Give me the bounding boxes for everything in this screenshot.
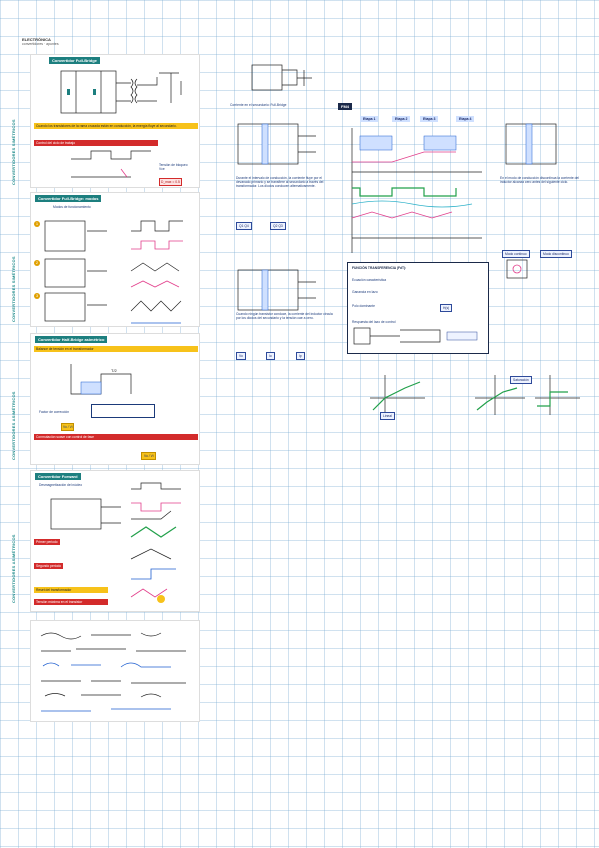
- section-modes: Convertidor Full-Bridge: modos Modos de …: [30, 192, 200, 327]
- svg-text:T/2: T/2: [111, 368, 118, 373]
- stage-tag-3: Etapa 3: [420, 116, 439, 122]
- header-title: ELECTRÓNICA: [22, 37, 51, 42]
- characteristic-graphs: [370, 375, 580, 415]
- sidebar-label-2: CONVERTIDORES SIMÉTRICOS: [11, 256, 16, 322]
- tf-box: H(s): [440, 304, 453, 312]
- mode-number-2: 2: [34, 260, 40, 266]
- stage-circuit-3: [505, 123, 557, 165]
- top-transformer-diagram: [251, 64, 312, 91]
- dmax-box: D_max = 0.5: [159, 178, 182, 186]
- asym-formula-box: [91, 404, 155, 418]
- graph-tag-linear: Lineal: [380, 412, 395, 420]
- asym-yellow-box: Vo / Vi: [61, 423, 75, 431]
- asym-waveform: T/2: [70, 364, 132, 395]
- tf-title: FUNCIÓN TRANSFERENCIA (FdT):: [352, 266, 407, 270]
- para-3: En el modo de conducción discontinua la …: [500, 176, 579, 185]
- sidebar-label-3: CONVERTIDORES ASIMÉTRICOS: [11, 391, 16, 460]
- section-title: Convertidor Full-Bridge: [49, 57, 100, 64]
- stage-circuit-1: [237, 123, 316, 165]
- forward-red-2: Segundo periodo: [34, 563, 64, 570]
- graph-tag-saturation: Saturación: [510, 376, 532, 384]
- mode-number-1: 1: [34, 221, 40, 227]
- tf-row-2: Ganancia en lazo: [352, 290, 378, 294]
- forward-yellow: Reset del transformador: [34, 587, 108, 594]
- box-vo: Vo: [236, 352, 246, 360]
- modes-subtitle: Modos de funcionamiento: [53, 205, 91, 209]
- forward-circuit: [50, 482, 181, 603]
- stage-tag-1: Etapa 1: [360, 116, 379, 122]
- handwritten-equations: [40, 632, 186, 712]
- note-red: Control del ciclo de trabajo: [34, 140, 158, 147]
- asym-formula: Factor de corrección: [39, 410, 70, 414]
- tf-row-3: Polo dominante: [352, 304, 375, 308]
- forward-sub: Desmagnetización del núcleo: [39, 483, 83, 487]
- blocking-voltage-note: Tensión de bloqueo Vce: [159, 163, 188, 172]
- section-title: Convertidor Forward: [35, 473, 81, 480]
- section-equations: [30, 620, 200, 722]
- mode-tag-continuous: Modo continuo: [502, 250, 530, 258]
- fm4-label: FM4: [338, 103, 352, 110]
- para-1: Durante el intervalo de conducción, la c…: [236, 176, 324, 189]
- forward-red-1: Primer periodo: [34, 539, 60, 546]
- sidebar-label-4: CONVERTIDORES ASIMÉTRICOS: [11, 534, 16, 603]
- box-io: Io: [266, 352, 275, 360]
- top-caption: Corriente en el secundario: Full-Bridge: [230, 103, 287, 107]
- para-2: Cuando ningún transistor conduce, la cor…: [236, 312, 333, 321]
- transfer-function-box: [347, 262, 489, 354]
- main-waveforms: [351, 128, 482, 253]
- tf-circuit: [353, 327, 478, 345]
- section-fullbridge: Convertidor Full-Bridge Cuando los trans…: [30, 54, 200, 188]
- box-ip: Ip: [296, 352, 305, 360]
- mode-number-3: 3: [34, 293, 40, 299]
- mode-circuits: [44, 220, 183, 324]
- asym-note: Balance de tensión en el transformador: [34, 346, 198, 353]
- mode-tag-discontinuous: Modo discontinuo: [540, 250, 572, 258]
- sidebar-label-1: CONVERTIDORES SIMÉTRICOS: [11, 119, 16, 185]
- section-title: Convertidor Half-Bridge asimétrico: [35, 336, 108, 343]
- stage-circuit-2: [237, 269, 316, 311]
- note-yellow: Cuando los transistores de la rama cruza…: [34, 123, 198, 130]
- forward-red-3: Tensión máxima en el transistor: [34, 599, 108, 606]
- stage-tag-4: Etapa 4: [456, 116, 475, 122]
- small-circuit: [506, 259, 528, 279]
- tf-note: Respuesta del lazo de control: [352, 320, 396, 324]
- section-asymmetric: Convertidor Half-Bridge asimétrico Balan…: [30, 333, 200, 465]
- page-header: ELECTRÓNICA convertidores · apuntes: [22, 37, 59, 46]
- box-q2q3: Q2 Q3: [270, 222, 286, 230]
- stage-tag-2: Etapa 2: [392, 116, 411, 122]
- box-q1q4: Q1 Q4: [236, 222, 252, 230]
- tf-row-1: Ecuación característica: [352, 278, 387, 282]
- header-subtitle: convertidores · apuntes: [22, 42, 59, 46]
- asym-red: Conmutación suave con control de fase: [34, 434, 198, 441]
- fullbridge-circuit: [60, 70, 182, 114]
- asym-result: Vo / Vi: [141, 452, 157, 460]
- duty-waveform: [71, 150, 151, 178]
- section-title: Convertidor Full-Bridge: modos: [35, 195, 102, 202]
- section-forward: Convertidor Forward Desmagnetización del…: [30, 470, 200, 612]
